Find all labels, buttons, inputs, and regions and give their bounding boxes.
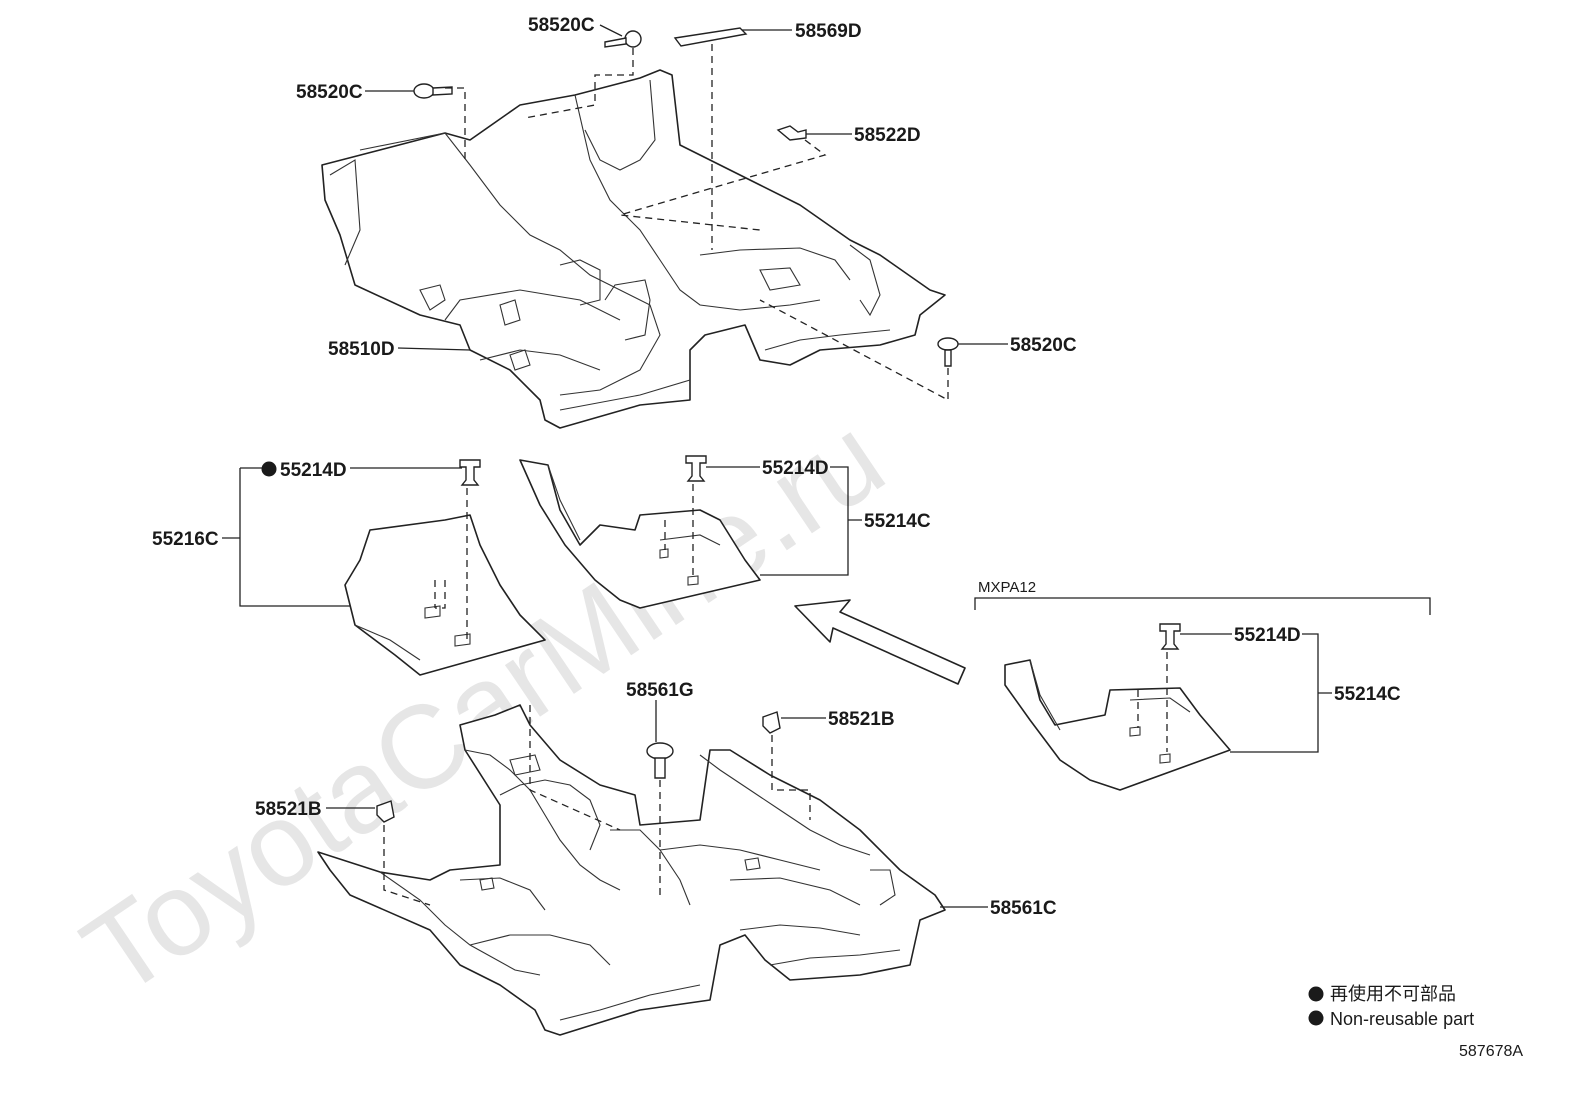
clip-58522D: [776, 125, 807, 141]
label-58561C: 58561C: [990, 898, 1057, 919]
clip-58521B-left: [376, 800, 395, 823]
label-55216C: 55216C: [152, 529, 219, 550]
label-58561G: 58561G: [626, 680, 694, 701]
label-55214C-right: 55214C: [1334, 684, 1401, 705]
clip-58520C-left: [413, 83, 453, 99]
label-55214D-right: 55214D: [1234, 625, 1301, 646]
diagram-code: 587678A: [1459, 1043, 1523, 1060]
clip-58561G: [646, 742, 674, 779]
legend-marker-2: [1308, 1010, 1324, 1026]
floor-carpet-upper: [321, 69, 946, 429]
clip-58521B-top: [762, 711, 781, 734]
label-58520C-top: 58520C: [528, 15, 595, 36]
strip-58569D: [673, 27, 748, 47]
label-58522D: 58522D: [854, 125, 921, 146]
label-mxpa12: MXPA12: [978, 579, 1036, 596]
floor-mat-center: [519, 459, 761, 609]
label-58520C-right: 58520C: [1010, 335, 1077, 356]
legend-text-ja: 再使用不可部品: [1330, 984, 1456, 1004]
clip-55214D-mid: [685, 455, 707, 482]
callout-labels: 58520C 58569D 58520C 58522D 58510D 58520…: [152, 15, 1401, 919]
clip-55214D-left: [459, 459, 481, 486]
legend-text-en: Non-reusable part: [1330, 1009, 1474, 1029]
direction-arrow: [794, 599, 966, 685]
label-55214D-mid: 55214D: [762, 458, 829, 479]
legend-marker-1: [1308, 986, 1324, 1002]
floor-mat-mxpa12: [1004, 659, 1231, 791]
label-58569D: 58569D: [795, 21, 862, 42]
clip-58520C-top: [604, 30, 642, 48]
label-58521B-left: 58521B: [255, 799, 322, 820]
legend: 再使用不可部品 Non-reusable part: [1308, 984, 1474, 1029]
non-reusable-marker: [261, 461, 277, 477]
leader-lines: [222, 24, 1431, 908]
label-55214C-mid: 55214C: [864, 511, 931, 532]
assembly-lines: [383, 44, 1168, 906]
label-58510D: 58510D: [328, 339, 395, 360]
floor-carpet-lower: [317, 704, 946, 1036]
label-58521B-top: 58521B: [828, 709, 895, 730]
clip-55214D-right: [1159, 623, 1181, 650]
label-55214D-left: 55214D: [280, 460, 347, 481]
label-58520C-left: 58520C: [296, 82, 363, 103]
clip-58520C-right: [937, 337, 959, 367]
